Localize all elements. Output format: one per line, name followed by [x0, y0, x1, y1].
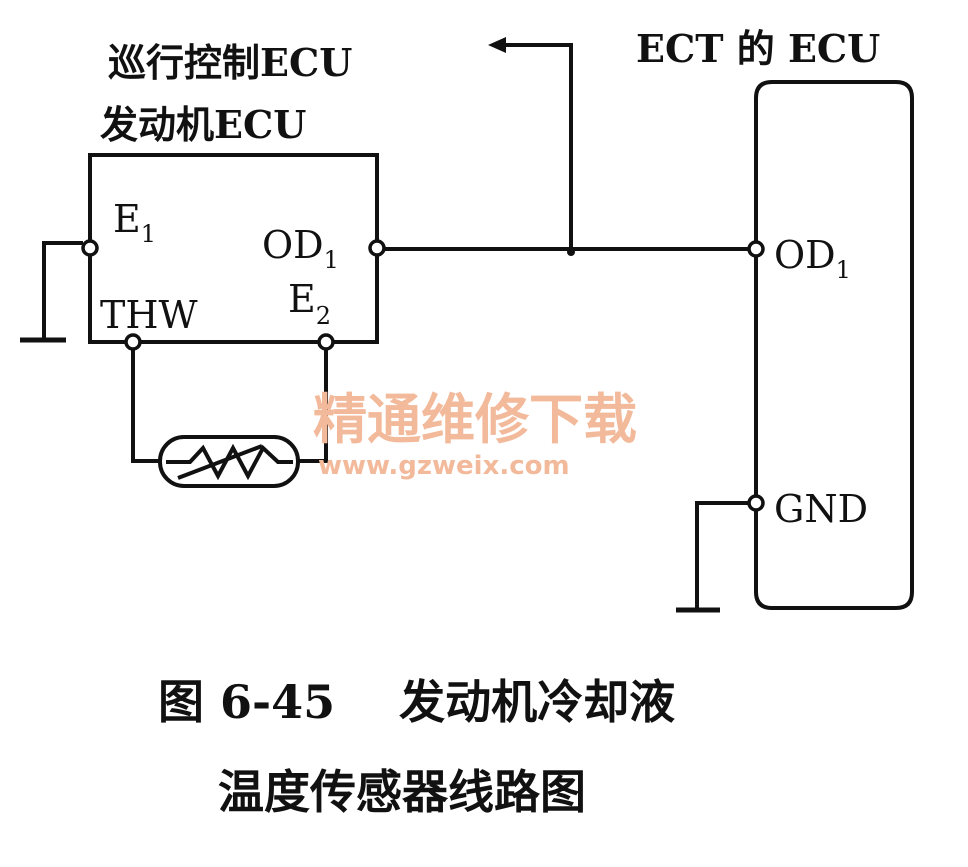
terminal-gnd [747, 494, 765, 512]
label-od1-right-main: OD [774, 233, 836, 277]
label-e2-sub: 2 [316, 302, 331, 330]
thermistor-body [158, 435, 300, 488]
engine-ecu-box-right-bottom [332, 255, 379, 344]
label-e2: E2 [288, 277, 331, 330]
cruise-branch-wire [502, 43, 573, 252]
label-gnd: GND [774, 487, 868, 531]
label-od1-right: OD1 [774, 233, 851, 284]
resistor-zigzag-icon [166, 443, 293, 481]
label-e2-main: E [288, 277, 316, 321]
terminal-thw [124, 333, 142, 351]
e2-sensor-wire [298, 349, 328, 463]
watermark-text: 精通维修下载 [313, 388, 637, 451]
arrow-left-icon [488, 37, 506, 53]
engine-ecu-box-top [88, 153, 379, 243]
e1-ground-wire [42, 241, 83, 340]
terminal-od1-left [368, 239, 386, 257]
ect-ecu-box-outline [754, 80, 914, 610]
label-cruise-ecu: 巡行控制ECU [108, 40, 352, 85]
label-e1-sub: 1 [141, 220, 156, 248]
thermistor-slash [177, 444, 263, 480]
terminal-e1 [81, 239, 99, 257]
label-od1-right-sub: 1 [836, 256, 851, 284]
terminals [81, 239, 765, 512]
watermark-url: www.gzweix.com [318, 451, 570, 481]
label-thw: THW [100, 293, 198, 337]
terminal-e2 [317, 333, 335, 351]
terminal-od1-right [747, 240, 765, 258]
label-od1-left: OD1 [262, 223, 339, 274]
caption-line-1: 图 6-45 发动机冷却液 [158, 675, 675, 729]
engine-ecu-box-left-bottom [88, 253, 127, 344]
e1-ground [20, 241, 83, 343]
caption-line-2: 温度传感器线路图 [218, 765, 586, 819]
ect-ecu-box [754, 80, 914, 610]
label-od1-left-main: OD [262, 223, 324, 267]
gnd-ground-wire [695, 501, 749, 610]
thermistor-circuit [131, 349, 328, 488]
label-ect-ecu: ECT 的 ECU [636, 26, 880, 71]
gnd-ground [676, 501, 749, 613]
label-engine-ecu: 发动机ECU [100, 102, 306, 147]
label-e1-main: E [113, 197, 141, 241]
thw-sensor-wire [131, 349, 160, 463]
engine-ecu-box [88, 153, 379, 344]
label-e1: E1 [113, 197, 156, 248]
cruise-branch [488, 37, 573, 252]
label-od1-left-sub: 1 [324, 246, 339, 274]
